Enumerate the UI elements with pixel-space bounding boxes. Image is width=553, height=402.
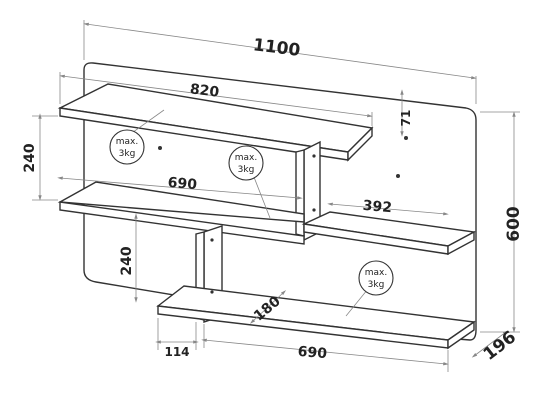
- right-shelf: [301, 211, 477, 256]
- dim-height: 600: [504, 206, 524, 242]
- bottom-shelf: [156, 285, 476, 350]
- svg-text:3kg: 3kg: [238, 165, 255, 175]
- dim-bottom-offset: 114: [164, 345, 189, 359]
- dim-right-shelf-width: 392: [362, 198, 393, 216]
- dim-middle-shelf-width: 690: [167, 175, 198, 194]
- dim-bottom-shelf-width: 690: [297, 344, 328, 363]
- dim-top-gap: 240: [22, 143, 38, 172]
- dim-top-shelf-width: 820: [189, 81, 220, 100]
- svg-text:3kg: 3kg: [119, 149, 136, 159]
- svg-text:max.: max.: [365, 268, 387, 278]
- load-badge-top-left: max. 3kg: [109, 129, 145, 165]
- dimension-lines: [32, 20, 520, 372]
- dim-overall-width: 1100: [252, 35, 302, 61]
- svg-text:max.: max.: [235, 153, 257, 163]
- load-badge-middle: max. 3kg: [228, 145, 264, 181]
- dim-lower-gap: 240: [119, 246, 135, 275]
- svg-text:3kg: 3kg: [368, 280, 385, 290]
- dim-overall-depth: 196: [480, 327, 520, 365]
- dim-shelf-thickness: 71: [399, 110, 413, 127]
- svg-text:max.: max.: [116, 137, 138, 147]
- screw-holes: [158, 136, 408, 294]
- load-badge-bottom-right: max. 3kg: [358, 260, 394, 296]
